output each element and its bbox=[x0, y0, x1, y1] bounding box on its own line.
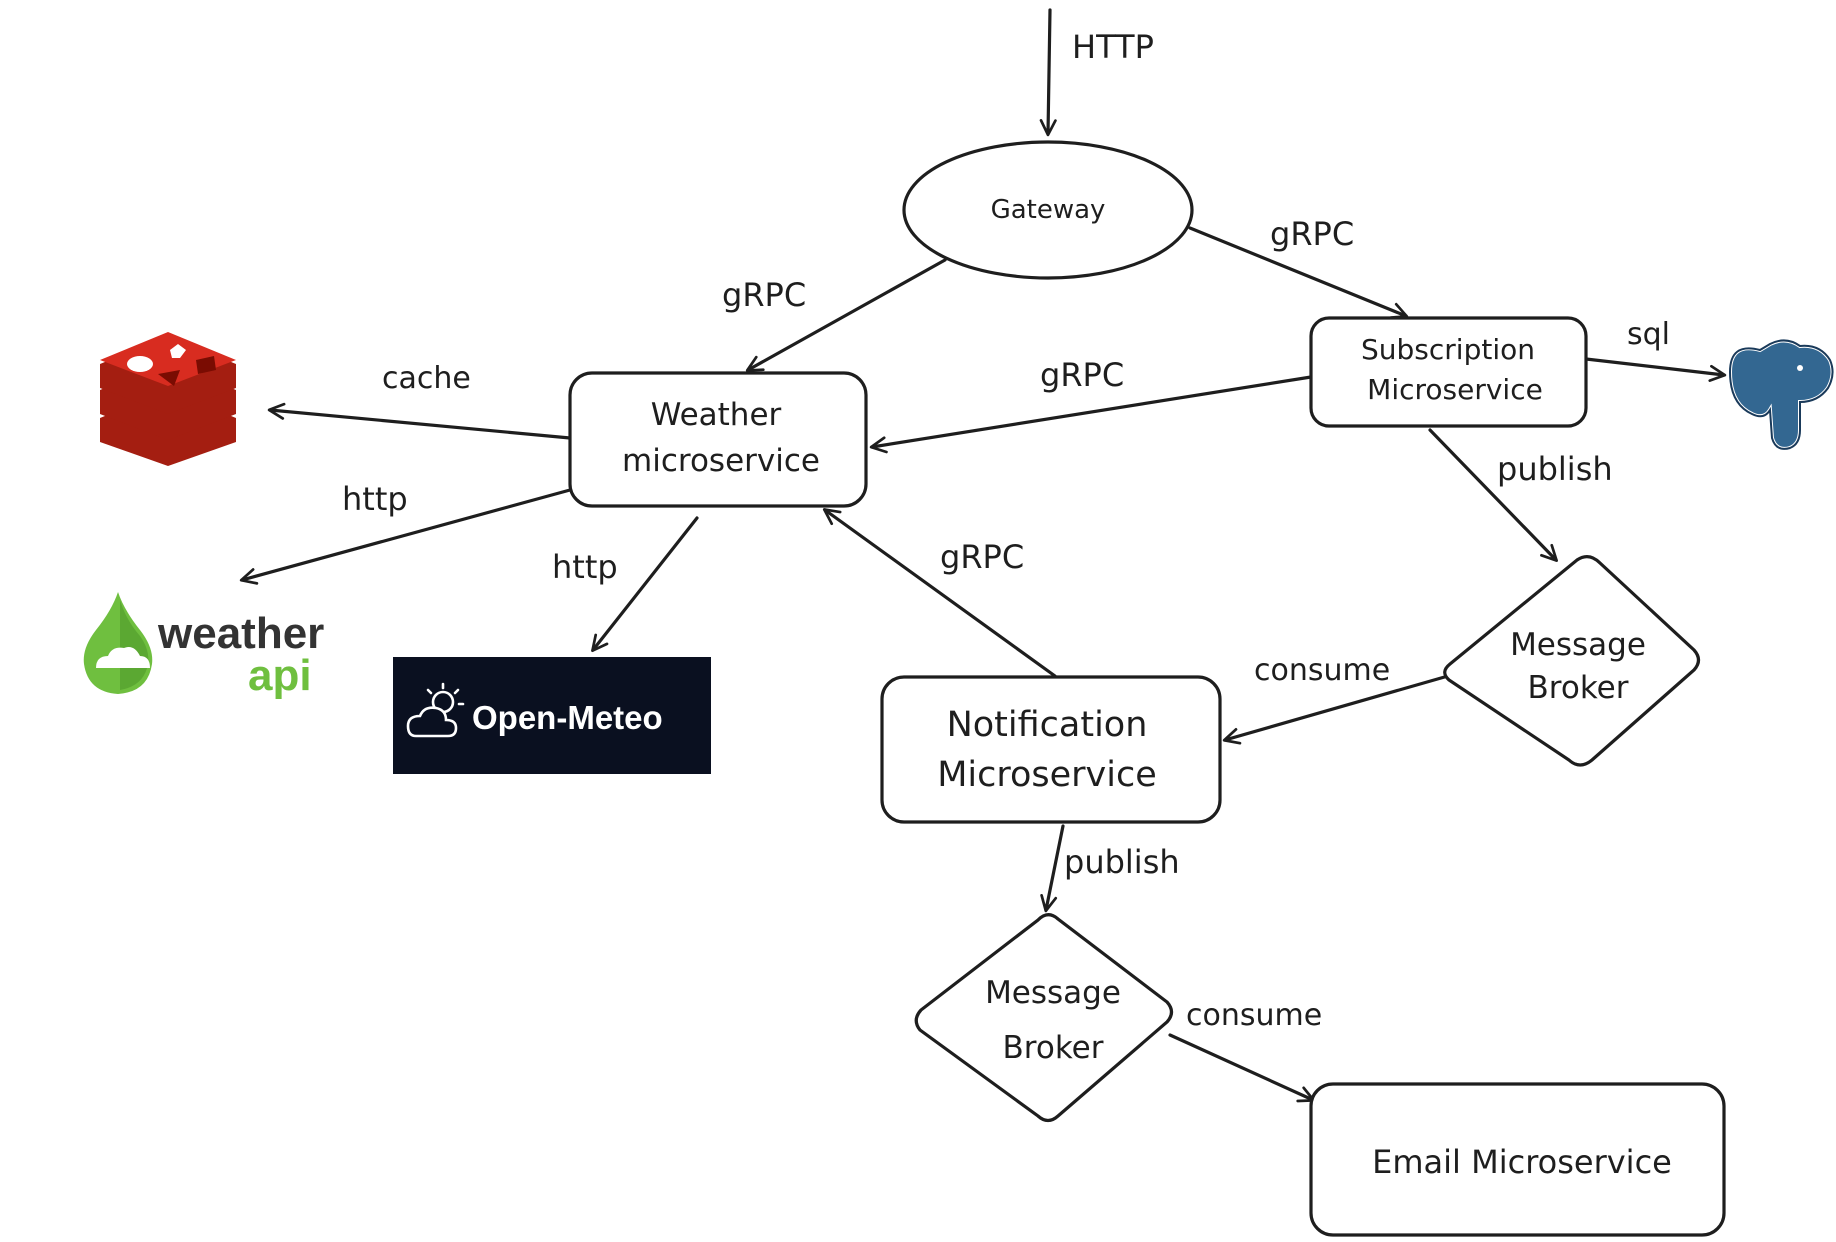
cloud-sun-icon bbox=[406, 682, 465, 738]
postgresql-icon bbox=[1727, 338, 1835, 451]
edge-broker-email bbox=[1168, 1033, 1316, 1103]
label-http-in: HTTP bbox=[1072, 28, 1154, 66]
gateway-node[interactable]: Gateway bbox=[902, 140, 1194, 280]
label-http-openmeteo: http bbox=[552, 548, 618, 586]
edge-weather-cache bbox=[267, 402, 572, 440]
broker1-label-line1: Message bbox=[1510, 627, 1646, 663]
weatherapi-wordmark-line2: api bbox=[248, 651, 312, 700]
edge-labels: HTTP gRPC gRPC gRPC gRPC cache http http… bbox=[342, 28, 1670, 1033]
gateway-label: Gateway bbox=[991, 195, 1106, 225]
label-notification-publish: publish bbox=[1064, 843, 1180, 881]
edge-broker-notification bbox=[1222, 674, 1450, 745]
notification-label-line2: Microservice bbox=[937, 755, 1157, 795]
edges bbox=[239, 8, 1727, 1103]
label-broker-consume: consume bbox=[1254, 653, 1390, 688]
label-broker-email-consume: consume bbox=[1186, 998, 1322, 1033]
weatherapi-logo: weather api bbox=[83, 592, 324, 700]
openmeteo-logo: Open-Meteo bbox=[393, 657, 711, 774]
weather-label-line1: Weather bbox=[651, 397, 782, 433]
edge-notification-broker bbox=[1040, 824, 1065, 913]
redis-icon bbox=[100, 332, 236, 466]
notification-label-line1: Notification bbox=[947, 705, 1148, 745]
email-label: Email Microservice bbox=[1372, 1143, 1672, 1181]
label-http-weatherapi: http bbox=[342, 480, 408, 518]
weatherapi-wordmark-line1: weather bbox=[157, 609, 324, 658]
edge-subscription-broker bbox=[1428, 428, 1558, 562]
label-subscription-publish: publish bbox=[1497, 450, 1613, 488]
weather-label-line2: microservice bbox=[622, 443, 820, 479]
edge-http-in bbox=[1039, 8, 1057, 137]
edge-subscription-postgres bbox=[1584, 357, 1727, 382]
subscription-label-line1: Subscription bbox=[1361, 333, 1535, 366]
edge-subscription-weather bbox=[869, 375, 1313, 454]
edge-gateway-weather bbox=[745, 258, 947, 372]
label-subscription-weather: gRPC bbox=[1040, 356, 1124, 394]
subscription-label-line2: Microservice bbox=[1367, 373, 1543, 406]
broker2-label-line2: Broker bbox=[1003, 1030, 1104, 1066]
label-cache: cache bbox=[382, 361, 471, 396]
edge-notification-weather bbox=[822, 508, 1057, 678]
label-gateway-weather: gRPC bbox=[722, 276, 806, 314]
broker1-label-line2: Broker bbox=[1528, 670, 1629, 706]
label-notification-weather: gRPC bbox=[940, 538, 1024, 576]
subscription-microservice-node[interactable]: Subscription Microservice bbox=[1309, 316, 1588, 428]
label-gateway-subscription: gRPC bbox=[1270, 215, 1354, 253]
label-sql: sql bbox=[1627, 317, 1670, 352]
edge-weather-openmeteo bbox=[591, 516, 699, 653]
edge-gateway-subscription bbox=[1188, 226, 1409, 319]
weather-microservice-node[interactable]: Weather microservice bbox=[568, 371, 868, 508]
message-broker-node-2[interactable]: Message Broker bbox=[914, 913, 1174, 1123]
email-microservice-node[interactable]: Email Microservice bbox=[1309, 1082, 1726, 1237]
broker2-label-line1: Message bbox=[985, 975, 1121, 1011]
notification-microservice-node[interactable]: Notification Microservice bbox=[880, 675, 1222, 824]
openmeteo-wordmark: Open-Meteo bbox=[472, 699, 663, 736]
message-broker-node-1[interactable]: Message Broker bbox=[1443, 555, 1701, 767]
edge-weather-weatherapi bbox=[239, 488, 572, 585]
